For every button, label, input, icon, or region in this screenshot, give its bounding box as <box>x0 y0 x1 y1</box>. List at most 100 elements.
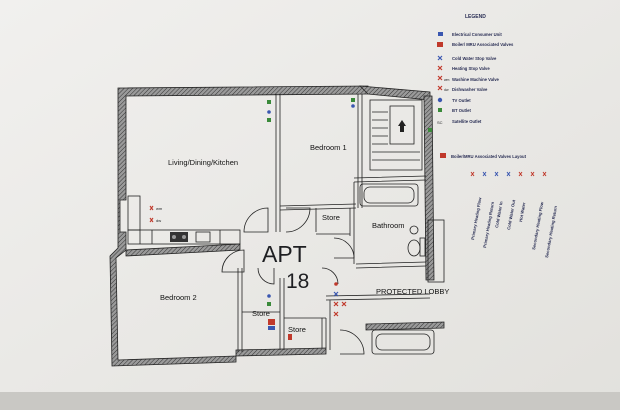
cistern <box>419 237 426 257</box>
apt-label: APT <box>262 241 307 267</box>
door-swing-store <box>257 267 275 285</box>
bathtub-inner <box>363 186 415 204</box>
valves-layout-title: Boiler/MRU Associated Valves Layout <box>451 154 527 159</box>
valve-marker-6-icon <box>542 171 547 177</box>
hob <box>170 232 188 242</box>
room-bathroom: Bathroom <box>372 221 405 230</box>
valve-marker-2-icon <box>494 171 499 177</box>
bathtub <box>359 183 419 207</box>
valve-marker-1-icon <box>482 171 487 177</box>
plan-lobby-valve-2-icon <box>333 301 339 307</box>
valve-marker-4-icon <box>518 171 523 177</box>
plan-lobby-valve-3-icon <box>333 311 339 317</box>
legend-title: LEGEND <box>465 14 486 20</box>
valve-label-2: Cold Water In <box>494 200 504 228</box>
right-wall <box>423 95 435 281</box>
bed1-bottom-wall <box>279 203 357 211</box>
living-bed1-partition <box>275 94 281 232</box>
plan-hall-tv-icon <box>334 282 338 286</box>
room-living: Living/Dining/Kitchen <box>168 158 238 167</box>
tv-outlet-icon <box>437 97 443 103</box>
room-bedroom2: Bedroom 2 <box>160 293 197 302</box>
plan-wm-valve-icon <box>149 205 154 211</box>
bottom-wall <box>235 347 327 357</box>
room-bedroom1: Bedroom 1 <box>310 143 347 152</box>
legend-wm-code: wm <box>444 78 450 82</box>
plan-outlet-stair-icon <box>428 128 432 132</box>
legend-dw-code: dw <box>444 88 449 92</box>
legend-item-0: Electrical Consumer Unit <box>452 32 502 37</box>
valve-label-3: Cold Water Out <box>506 199 516 230</box>
plan-tv-outlet-icon <box>267 110 271 114</box>
room-lobby: PROTECTED LOBBY <box>376 287 449 296</box>
plan-tv-bed1-icon <box>351 104 355 108</box>
valves-layout-icon <box>440 153 446 158</box>
plan-bt-outlet-icon <box>267 100 271 104</box>
room-store-top: Store <box>322 213 340 222</box>
plan-lobby-valve-1-icon <box>333 291 339 297</box>
stair-core <box>389 105 415 145</box>
counter-lines <box>139 230 221 244</box>
hob-ring-1 <box>172 235 176 239</box>
room-store-left: Store <box>252 309 270 318</box>
plan-outlet-bed2-icon <box>267 302 271 306</box>
consumer-unit-icon <box>438 32 443 36</box>
valve-markers <box>470 171 547 177</box>
valve-label-4: Hot Water <box>518 202 526 223</box>
lobby-right-step <box>427 219 445 283</box>
stair-arrow-icon <box>398 120 406 132</box>
store-right-walls <box>284 317 327 348</box>
legend-item-8: Satellite Outlet <box>452 119 482 124</box>
door-swing-bathroom <box>333 237 355 259</box>
plan-lobby-valve-4-icon <box>341 301 347 307</box>
door-swing-bed2 <box>221 249 245 273</box>
bathtub-lower <box>371 329 435 355</box>
dishwasher-valve-icon <box>437 85 443 91</box>
legend-item-1: Boiler/ MRU Associated Valves <box>452 42 514 47</box>
apt-number: 18 <box>286 270 309 293</box>
washing-machine-valve-icon <box>437 75 443 81</box>
plan-dw-code: dw <box>156 218 161 223</box>
kitchen-counter-side <box>127 195 141 231</box>
plan-store-right-unit-icon <box>288 334 292 340</box>
bathtub-lower-inner <box>375 333 431 351</box>
lower-bath-walls <box>365 321 445 331</box>
plan-dw-valve-icon <box>149 217 154 223</box>
legend-item-4: Washine Machine Valve <box>452 77 500 82</box>
satellite-outlet-icon: SC <box>437 120 443 125</box>
store-top-walls <box>315 208 351 236</box>
basin <box>409 225 419 235</box>
boiler-valves-icon <box>437 42 443 47</box>
valve-marker-5-icon <box>530 171 535 177</box>
door-swing-stairs <box>321 267 339 285</box>
legend-item-7: BT Outlet <box>452 108 471 113</box>
bed1-right-wall <box>357 94 363 208</box>
plan-consumer-unit-icon <box>268 326 275 330</box>
floor-plan: wm dw Living/Dining/Kitchen Bedroom 1 Be… <box>109 85 449 367</box>
lobby-walls <box>325 293 431 350</box>
plan-boiler-valves-icon <box>268 319 275 325</box>
plan-wm-code: wm <box>156 206 163 211</box>
plan-outlet-bed1-icon <box>351 98 355 102</box>
cold-water-stop-valve-icon <box>437 55 443 61</box>
hob-ring-2 <box>182 235 186 239</box>
legend-item-6: TV Outlet <box>452 98 471 103</box>
table-edge <box>0 392 620 410</box>
stairwell <box>369 99 423 171</box>
kitchen-counter <box>127 229 241 245</box>
plan-bt-outlet-2-icon <box>267 118 271 122</box>
door-swing-lobby <box>339 329 365 355</box>
door-swing-living <box>243 207 269 233</box>
legend-item-5: Dishwasher Valve <box>452 87 488 92</box>
room-store-right: Store <box>288 325 306 334</box>
valve-marker-3-icon <box>506 171 511 177</box>
plan-tv-bed2-icon <box>267 294 271 298</box>
door-swing-bed1 <box>285 207 311 233</box>
legend-item-3: Heating Stop Valve <box>452 66 490 71</box>
stair-treads <box>372 111 420 161</box>
heating-stop-valve-icon <box>437 65 443 71</box>
legend-item-2: Cold Water Stop Valve <box>452 56 497 61</box>
bt-outlet-icon <box>438 108 442 112</box>
valve-marker-0-icon <box>470 171 475 177</box>
